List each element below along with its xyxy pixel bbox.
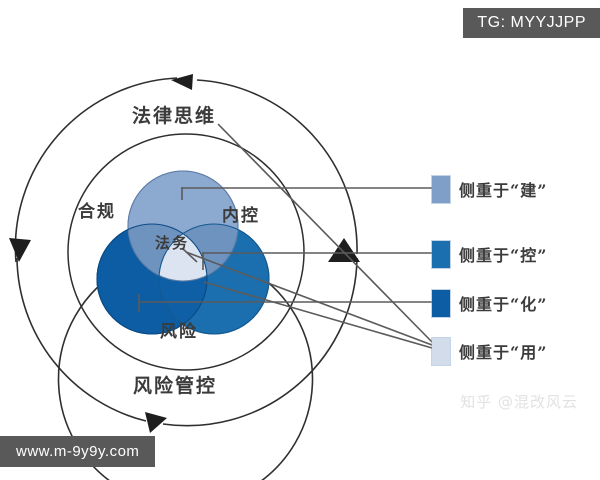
leader-line-apply-core	[185, 251, 433, 346]
label-legal-thinking: 法律思维	[132, 104, 216, 127]
legend-label-apply: 侧重于“用”	[459, 343, 548, 362]
outer-ring-arc-upper-left	[14, 77, 178, 263]
label-internal-control: 内控	[222, 205, 260, 226]
legend: 侧重于“建” 侧重于“控” 侧重于“化” 侧重于“用”	[432, 160, 600, 370]
outer-ring-arc-upper-right	[196, 79, 358, 255]
outer-ring-arc-lower-right	[162, 257, 358, 427]
petal-left-outline	[96, 223, 208, 335]
outer-ring-arrow-left	[9, 238, 31, 262]
legend-swatch-build	[432, 175, 450, 203]
outer-ring-arc-lower-left	[16, 257, 147, 422]
watermark-tg-tag: TG: MYYJJPP	[463, 8, 600, 38]
middle-ring-circle	[57, 251, 314, 480]
outer-ring-arrow-top	[171, 74, 193, 90]
inner-ring-circle	[67, 133, 305, 371]
label-risk: 风险	[160, 321, 198, 342]
leader-lines	[138, 123, 434, 349]
legend-item-apply[interactable]: 侧重于“用”	[432, 336, 547, 366]
label-compliance: 合规	[78, 201, 116, 222]
legend-label-build: 侧重于“建”	[459, 181, 548, 200]
watermark-site-url: www.m-9y9y.com	[0, 436, 156, 467]
label-legal-affairs: 法务	[155, 234, 189, 252]
legend-swatch-apply	[432, 337, 450, 365]
venn-petals	[96, 170, 270, 335]
legend-item-build[interactable]: 侧重于“建”	[432, 174, 547, 204]
legend-swatch-transform	[432, 289, 450, 317]
leader-tick-apply	[181, 247, 198, 263]
outer-ring-arrow-bottom	[145, 412, 167, 433]
watermark-zhihu-handle: 知乎 @混改风云	[460, 393, 578, 411]
legend-label-transform: 侧重于“化”	[459, 295, 548, 314]
legend-swatch-control	[432, 240, 450, 268]
legend-item-transform[interactable]: 侧重于“化”	[432, 288, 547, 318]
outer-ring	[9, 74, 358, 433]
petal-right-outline	[158, 223, 270, 335]
legend-label-control: 侧重于“控”	[459, 246, 548, 265]
middle-ring	[57, 238, 360, 480]
label-risk-management: 风险管控	[133, 374, 217, 397]
middle-ring-arrow-right	[328, 238, 360, 262]
legend-item-control[interactable]: 侧重于“控”	[432, 239, 547, 269]
leader-line-apply-lower	[203, 281, 433, 349]
petal-top-outline	[127, 170, 239, 282]
leader-line-apply-upper	[217, 123, 433, 343]
